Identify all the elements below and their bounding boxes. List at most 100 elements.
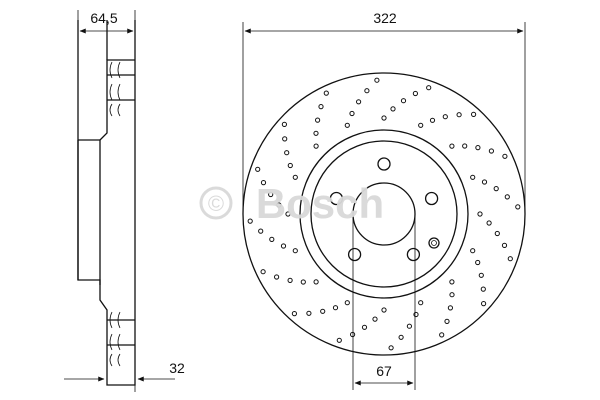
- drill-hole: [418, 122, 424, 128]
- drill-hole: [274, 274, 280, 280]
- lower-vent-waves-2: [109, 311, 113, 367]
- bolt-hole: [424, 191, 439, 206]
- drill-hole: [471, 111, 477, 118]
- copyright-ring: [199, 186, 233, 220]
- drill-hole: [488, 148, 494, 154]
- drill-hole: [268, 191, 274, 198]
- drill-hole: [470, 174, 476, 180]
- drill-hole: [475, 259, 481, 266]
- drill-hole: [282, 136, 288, 142]
- dim-outer-diameter: 322: [242, 10, 526, 214]
- drill-hole: [292, 248, 298, 254]
- bolt-hole: [406, 247, 421, 262]
- dim-disc-thickness: 32: [64, 360, 185, 382]
- drill-hole: [280, 243, 287, 249]
- drill-hole: [284, 150, 290, 156]
- drill-hole: [486, 220, 492, 226]
- bolt-hole: [329, 191, 344, 206]
- hat-upper-wall: [99, 59, 135, 141]
- bosch-watermark: © Bosch: [199, 180, 384, 227]
- drill-hole: [364, 88, 370, 94]
- drill-hole: [285, 211, 291, 217]
- drill-hole: [313, 279, 319, 285]
- drill-hole: [501, 242, 508, 248]
- drill-hole: [313, 143, 319, 149]
- drill-hole: [291, 311, 297, 317]
- dim-thickness-total: 64,5: [77, 10, 136, 34]
- lower-vent-lines: [107, 319, 135, 346]
- drill-hole: [260, 180, 267, 186]
- drill-hole: [318, 104, 324, 110]
- drill-hole: [413, 311, 419, 318]
- drill-holes: [247, 77, 521, 351]
- drill-hole: [494, 230, 500, 237]
- drill-hole: [344, 122, 350, 128]
- drill-hole: [292, 174, 298, 180]
- drill-hole: [247, 218, 253, 224]
- drill-hole: [374, 77, 380, 83]
- front-view: [242, 72, 526, 356]
- dim-label-outer-diameter: 322: [373, 10, 397, 26]
- copyright-symbol: ©: [208, 191, 224, 216]
- drill-hole: [412, 90, 418, 97]
- drill-hole: [313, 130, 319, 136]
- drill-hole: [390, 106, 396, 112]
- drill-hole: [356, 99, 362, 105]
- drill-hole: [287, 162, 293, 169]
- watermark-brand: Bosch: [256, 180, 384, 227]
- drill-hole: [507, 256, 513, 262]
- drill-hole: [502, 153, 508, 159]
- drill-hole: [447, 305, 453, 311]
- drill-hole: [480, 286, 486, 292]
- drill-hole: [478, 272, 484, 278]
- bolt-hole: [347, 247, 362, 262]
- drill-hole: [426, 85, 432, 91]
- side-view: [77, 20, 136, 392]
- drill-hole: [462, 143, 468, 149]
- drill-hole: [349, 110, 355, 117]
- drill-hole: [398, 334, 404, 340]
- drill-hole: [300, 279, 306, 285]
- drill-hole: [475, 145, 481, 151]
- drill-hole: [306, 310, 312, 316]
- upper-vent-waves-2: [109, 61, 113, 117]
- drill-hole: [323, 90, 329, 96]
- dim-label-disc-thickness: 32: [169, 360, 185, 376]
- lower-vent-waves: [117, 311, 121, 367]
- locator-hole: [428, 237, 440, 249]
- drill-hole: [449, 279, 455, 285]
- drill-hole: [444, 318, 450, 324]
- dim-label-hub-bore: 67: [376, 363, 392, 379]
- drill-hole: [269, 236, 275, 242]
- drill-hole: [456, 112, 462, 118]
- drill-hole: [406, 323, 412, 329]
- bolt-hole: [377, 157, 391, 171]
- drill-hole: [260, 269, 266, 275]
- drill-hole: [515, 204, 521, 210]
- drill-hole: [255, 166, 261, 172]
- drill-hole: [381, 307, 387, 313]
- drill-hole: [276, 202, 282, 208]
- drill-hole: [372, 316, 378, 322]
- side-profile-outline: [77, 20, 136, 386]
- drill-hole: [481, 179, 488, 185]
- drill-hole: [400, 98, 407, 104]
- dim-label-thickness-total: 64,5: [90, 10, 117, 26]
- drill-hole: [281, 121, 287, 128]
- drill-hole: [336, 337, 342, 343]
- hat-circle: [310, 140, 458, 288]
- friction-inner-circle: [299, 129, 469, 299]
- hat-profile: [77, 139, 101, 285]
- upper-vent-waves: [117, 61, 121, 117]
- bolt-holes: [329, 157, 439, 262]
- drill-hole: [388, 345, 394, 351]
- drill-hole: [449, 292, 455, 298]
- drill-hole: [332, 305, 339, 311]
- drill-hole: [287, 277, 293, 283]
- drill-hole: [477, 211, 483, 217]
- drill-hole: [320, 308, 326, 314]
- drill-hole: [439, 332, 445, 338]
- drill-hole: [429, 117, 436, 123]
